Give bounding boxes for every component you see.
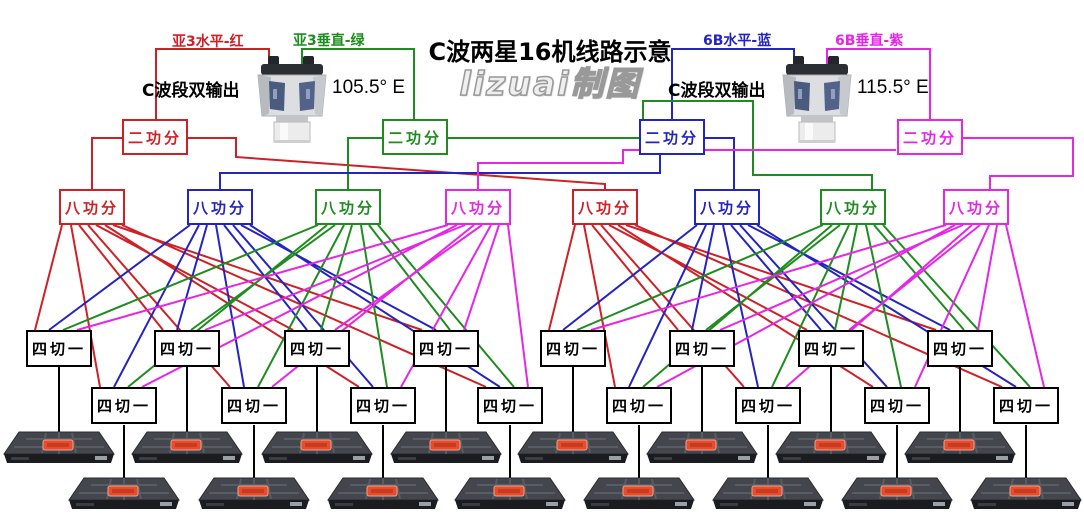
receiver [327, 477, 439, 510]
wire-lnb2-vertical [826, 48, 931, 119]
wire-switch-receiver-bottom [123, 425, 1027, 488]
fan-left-magenta [76, 224, 529, 388]
splitter2-red: 二功分 [122, 119, 188, 155]
receiver [970, 477, 1082, 510]
splitter2-magenta: 二功分 [897, 119, 963, 155]
wire-split2-blue [219, 137, 735, 189]
receiver [583, 477, 695, 510]
splitter8-right-blue: 八功分 [694, 189, 760, 225]
receiver [904, 431, 1016, 464]
lnb-right-position: 115.5° E [857, 77, 929, 98]
splitter8-right-red: 八功分 [572, 189, 638, 225]
receiver [646, 431, 758, 464]
switch-4to1: 四切一 [606, 387, 672, 424]
receiver [198, 477, 310, 510]
wire-lnb1-vertical [301, 48, 415, 119]
switch-4to1: 四切一 [154, 330, 220, 367]
lnb-left-caption: C波段双输出 [142, 81, 240, 101]
diagram-title: C波两星16机线路示意 [428, 38, 672, 66]
splitter8-left-blue: 八功分 [187, 189, 253, 225]
switch-4to1: 四切一 [993, 387, 1059, 424]
splitter8-left-green: 八功分 [315, 189, 381, 225]
lnb-right-caption: C波段双输出 [668, 81, 766, 101]
lnb-left-image [257, 55, 327, 144]
switch-4to1: 四切一 [91, 387, 157, 424]
receiver [68, 477, 180, 510]
receiver [131, 431, 243, 464]
switch-4to1: 四切一 [477, 387, 543, 424]
wire-split2-red [91, 137, 606, 189]
switch-4to1: 四切一 [798, 330, 864, 367]
switch-4to1: 四切一 [26, 330, 92, 367]
legend-green: 亚3垂直-绿 [293, 33, 365, 49]
lnb-right-image [782, 55, 852, 144]
switch-4to1: 四切一 [221, 387, 287, 424]
lnb-left-position: 105.5° E [332, 77, 406, 98]
receiver [390, 431, 502, 464]
legend-magenta: 6B垂直-紫 [835, 33, 904, 49]
receiver [775, 431, 887, 464]
receiver [712, 477, 824, 510]
splitter2-green: 二功分 [382, 119, 448, 155]
receiver [517, 431, 629, 464]
splitter2-blue: 二功分 [639, 119, 705, 155]
receiver [261, 431, 373, 464]
fan-right-magenta [590, 224, 1045, 388]
fan-right-blue [562, 224, 1017, 388]
receiver [841, 477, 953, 510]
splitter8-right-magenta: 八功分 [943, 189, 1009, 225]
switch-4to1: 四切一 [540, 330, 606, 367]
switch-4to1: 四切一 [284, 330, 350, 367]
switch-4to1: 四切一 [735, 387, 801, 424]
legend-blue: 6B水平-蓝 [703, 33, 772, 49]
switch-4to1: 四切一 [413, 330, 479, 367]
receiver [3, 431, 115, 464]
switch-4to1: 四切一 [864, 387, 930, 424]
fan-right-green [576, 224, 1031, 388]
watermark: lizuai制图 [459, 63, 641, 104]
switch-4to1: 四切一 [669, 330, 735, 367]
splitter8-right-green: 八功分 [820, 189, 886, 225]
receiver [454, 477, 566, 510]
splitter8-left-red: 八功分 [59, 189, 125, 225]
switch-4to1: 四切一 [927, 330, 993, 367]
wire-switch-receiver-top [58, 367, 961, 442]
legend-red: 亚3水平-红 [172, 34, 244, 50]
switch-4to1: 四切一 [350, 387, 416, 424]
splitter8-left-magenta: 八功分 [445, 189, 511, 225]
wire-split2-magenta [477, 137, 1074, 189]
